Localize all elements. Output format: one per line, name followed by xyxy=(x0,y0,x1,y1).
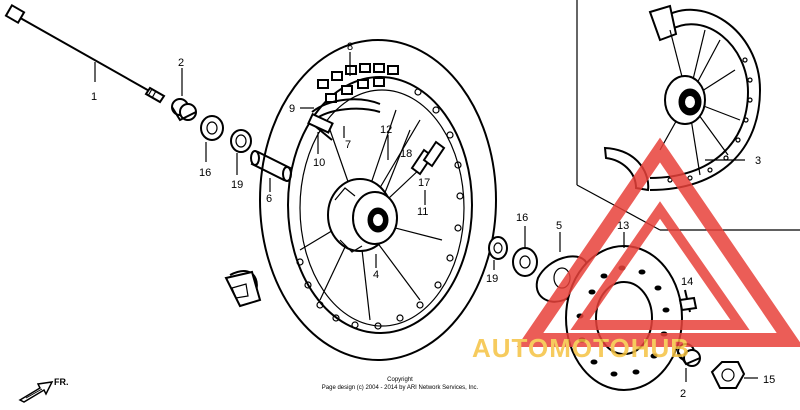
callout-9: 9 xyxy=(289,103,295,115)
copyright-line-2: Page design (c) 2004 - 2014 by ARI Netwo… xyxy=(322,385,479,391)
callout-8: 8 xyxy=(347,41,353,53)
direction-label: FR. xyxy=(54,377,69,387)
distance-collar xyxy=(250,150,292,192)
callout-19: 19 xyxy=(231,179,243,191)
front-wheel xyxy=(224,39,497,361)
callout-19b: 19 xyxy=(486,273,498,285)
dust-seal-upper xyxy=(200,115,224,162)
callout-11: 11 xyxy=(417,206,428,218)
callout-labels: 1 2 16 19 6 8 9 7 10 12 18 17 11 4 3 16 … xyxy=(91,41,775,400)
callout-6: 6 xyxy=(266,193,272,205)
callout-12: 12 xyxy=(380,124,392,136)
callout-18: 18 xyxy=(400,148,412,160)
leader-lines xyxy=(300,52,426,268)
collar-upper xyxy=(171,68,197,122)
callout-1: 1 xyxy=(91,91,97,103)
axle-nut xyxy=(710,361,758,389)
callout-13: 13 xyxy=(617,220,629,232)
bearing-upper xyxy=(230,129,252,175)
callout-2b: 2 xyxy=(680,388,686,400)
callout-16: 16 xyxy=(199,167,211,179)
watermark: AUTOMOTOHUB xyxy=(472,137,800,363)
watermark-text: AUTOMOTOHUB xyxy=(472,333,690,363)
copyright: Copyright Page design (c) 2004 - 2014 by… xyxy=(322,377,479,391)
callout-7: 7 xyxy=(345,139,351,151)
callout-3: 3 xyxy=(755,155,761,167)
watermark-triangle-outer xyxy=(516,137,800,347)
rim-detail xyxy=(576,0,800,231)
watermark-triangle-inner xyxy=(570,201,750,330)
axle xyxy=(4,3,166,104)
dust-seal-lower xyxy=(512,226,538,277)
callout-17: 17 xyxy=(418,177,430,189)
callout-16b: 16 xyxy=(516,212,528,224)
disc-bolt xyxy=(678,289,698,313)
bearing-lower xyxy=(488,236,508,270)
callout-14: 14 xyxy=(681,276,693,288)
callout-2: 2 xyxy=(178,57,184,69)
front-direction-arrow: FR. xyxy=(18,377,69,403)
callout-5: 5 xyxy=(556,220,562,232)
callout-15: 15 xyxy=(763,374,775,386)
callout-4: 4 xyxy=(373,269,379,281)
copyright-line-1: Copyright xyxy=(387,377,413,383)
callout-10: 10 xyxy=(313,157,325,169)
